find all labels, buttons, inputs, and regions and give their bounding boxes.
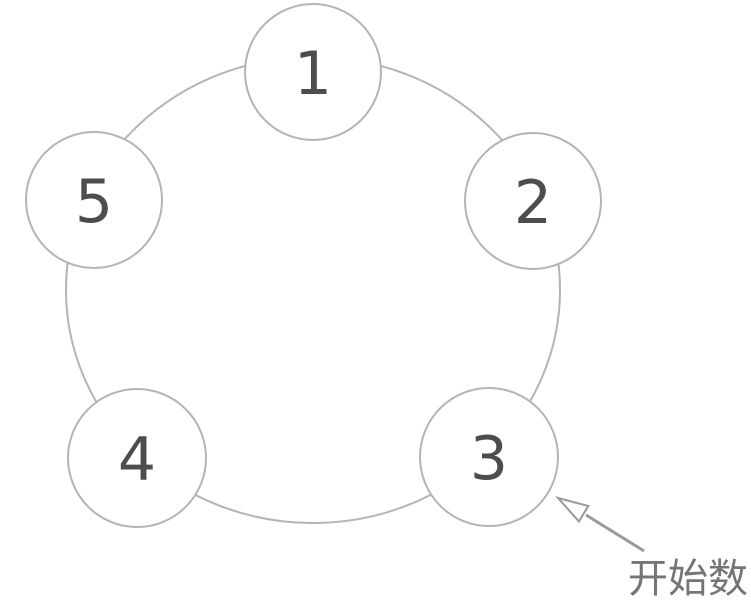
node-3: 3 — [419, 387, 559, 527]
start-arrow — [555, 496, 645, 553]
node-5: 5 — [25, 131, 163, 269]
node-3-label: 3 — [470, 424, 508, 494]
node-2: 2 — [464, 132, 602, 270]
node-1: 1 — [244, 3, 382, 141]
arrow-shaft — [585, 513, 645, 553]
node-4: 4 — [67, 388, 207, 528]
node-4-circle — [67, 388, 207, 528]
arrowhead-icon — [555, 496, 590, 524]
node-3-circle — [419, 387, 559, 527]
start-annotation-label: 开始数 — [628, 556, 748, 602]
node-4-label: 4 — [118, 425, 156, 495]
node-2-label: 2 — [514, 168, 552, 238]
node-1-label: 1 — [294, 39, 332, 109]
node-2-circle — [464, 132, 602, 270]
node-5-label: 5 — [75, 167, 113, 237]
node-1-circle — [244, 3, 382, 141]
node-5-circle — [25, 131, 163, 269]
